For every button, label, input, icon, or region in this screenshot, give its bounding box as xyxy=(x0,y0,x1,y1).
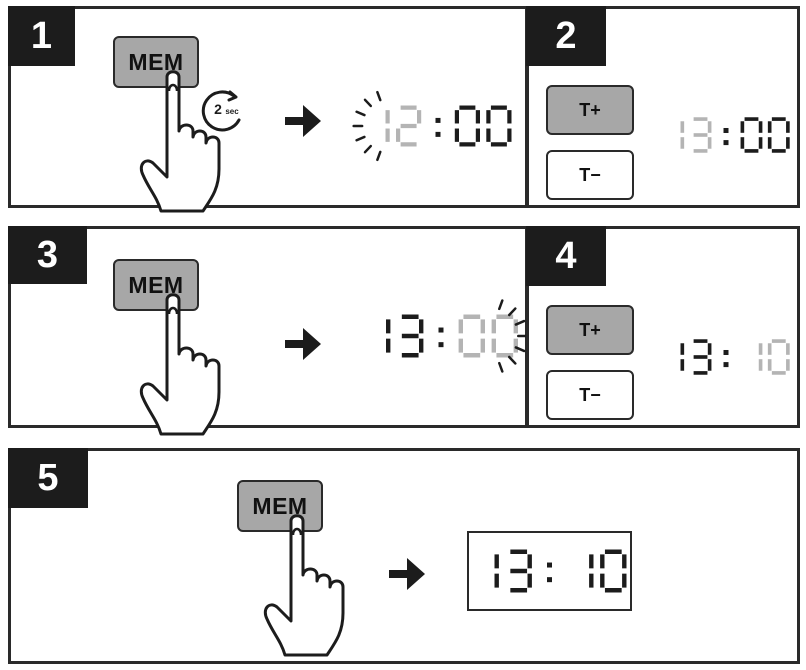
lcd-digit xyxy=(767,117,790,153)
mem-key: MEM xyxy=(113,36,199,88)
lcd-colon xyxy=(723,349,729,368)
arrow-right-icon xyxy=(389,558,425,590)
mem-key: MEM xyxy=(113,259,199,311)
step-number-5: 5 xyxy=(8,448,88,508)
step-4-panel: 4 T+ T− xyxy=(526,226,800,428)
lcd-digit xyxy=(395,105,422,147)
step-number-4: 4 xyxy=(526,226,606,286)
t-minus-button: T− xyxy=(546,150,634,200)
lcd-display xyxy=(386,299,529,373)
lcd-digit xyxy=(767,339,790,375)
step-number-2: 2 xyxy=(526,6,606,66)
lcd-display xyxy=(352,90,512,162)
lcd-colon xyxy=(723,127,729,146)
step-3-panel: 3 MEM xyxy=(8,226,529,436)
lcd-display xyxy=(680,339,790,375)
lcd-display xyxy=(680,117,790,153)
lcd-display xyxy=(494,549,627,593)
pressing-hand-icon xyxy=(139,293,221,436)
pressing-hand-icon xyxy=(139,70,221,213)
lcd-digit xyxy=(458,314,486,358)
timer-seconds: 2 xyxy=(214,101,222,117)
lcd-colon xyxy=(547,562,552,583)
mem-key: MEM xyxy=(237,480,323,532)
lcd-colon xyxy=(435,117,441,137)
lcd-digit xyxy=(401,314,424,358)
arrow-right-icon xyxy=(285,328,321,360)
lcd-digit xyxy=(693,117,712,153)
timer-unit: sec xyxy=(225,107,239,116)
step-1-panel: 1 MEM 2 sec xyxy=(8,6,528,213)
lcd-colon xyxy=(438,327,444,348)
lcd-frame xyxy=(467,531,632,611)
lcd-digit xyxy=(600,549,627,593)
lcd-digit xyxy=(486,105,512,147)
step-number-3: 3 xyxy=(8,226,87,284)
t-plus-button: T+ xyxy=(546,305,634,355)
lcd-digit xyxy=(491,314,519,358)
t-minus-button: T− xyxy=(546,370,634,420)
timer-icon: 2 sec xyxy=(201,90,241,132)
t-plus-button: T+ xyxy=(546,85,634,135)
blink-rays-icon xyxy=(352,90,382,162)
step-number-1: 1 xyxy=(8,6,75,66)
step-5-panel: 5 MEM xyxy=(8,448,800,664)
lcd-digit xyxy=(693,339,712,375)
arrow-right-icon xyxy=(285,105,321,137)
lcd-digit xyxy=(454,105,481,147)
lcd-digit xyxy=(740,117,763,153)
lcd-digit xyxy=(510,549,532,593)
blink-rays-icon xyxy=(498,299,529,373)
pressing-hand-icon xyxy=(263,514,345,657)
step-2-panel: 2 T+ T− xyxy=(526,6,800,208)
